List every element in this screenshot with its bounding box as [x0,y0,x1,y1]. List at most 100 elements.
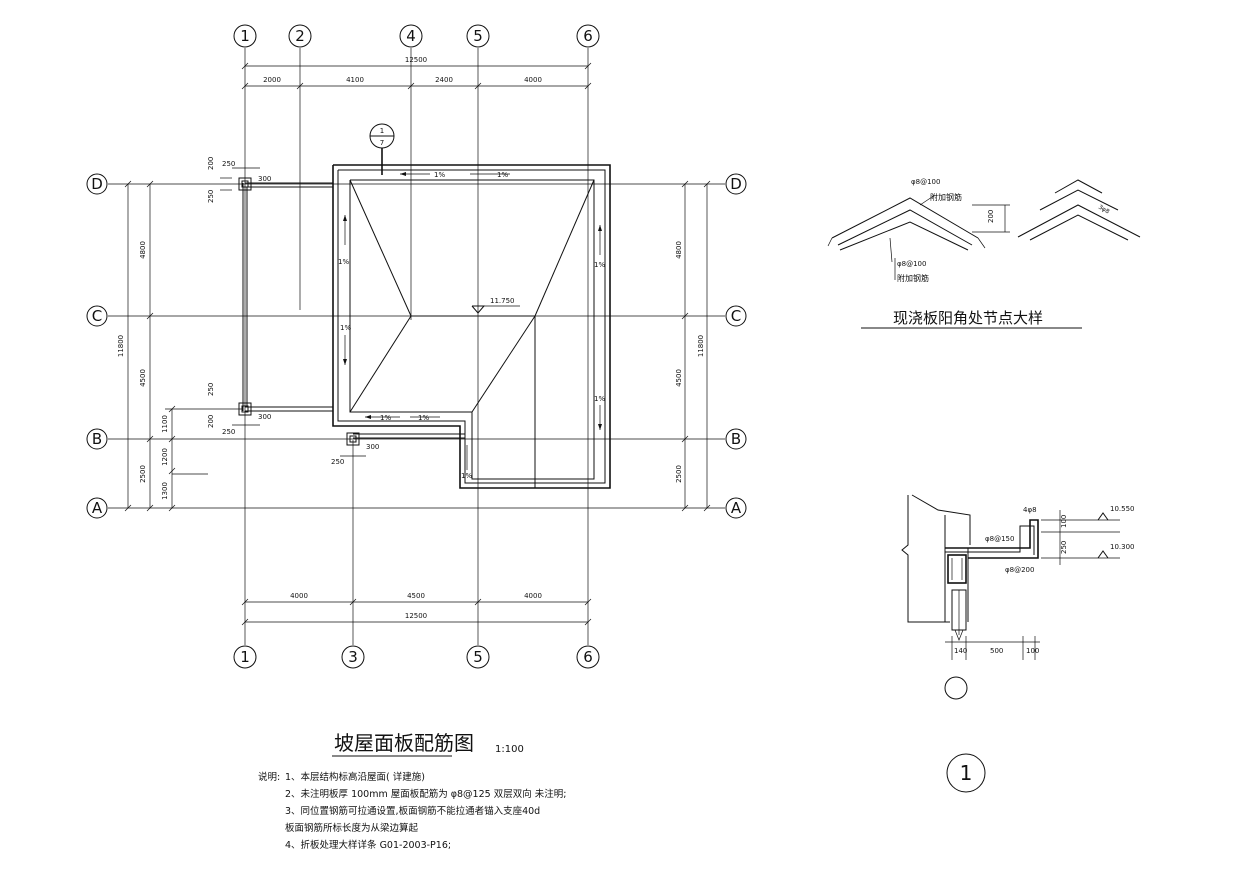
svg-text:B: B [92,430,102,448]
dim-left-inner-3: 1300 [161,482,169,500]
elevation-mark: 11.750 [471,297,520,314]
slope-label: 1% [434,171,445,179]
drawing-scale: 1:100 [495,744,524,755]
dimension-top: 12500 2000 4100 2400 4000 [241,56,592,90]
svg-text:140: 140 [954,647,967,655]
svg-text:2: 2 [295,27,305,45]
grid-bubble-left-B: B [86,428,108,450]
svg-text:250: 250 [1060,541,1068,554]
dim-right-total: 11800 [697,335,705,357]
dim-left-inner-1: 1100 [161,415,169,433]
slope-label: 1% [497,171,508,179]
grid-bubble-bottom-3: 3 [341,645,365,669]
slope-label: 1% [594,261,605,269]
note-item: 1、本层结构标高沿屋面( 详建施) [285,771,425,783]
svg-text:11.750: 11.750 [490,297,515,305]
dim-right-2: 4500 [675,369,683,387]
svg-text:300: 300 [258,413,271,421]
svg-text:10.550: 10.550 [1110,505,1135,513]
grid-bubble-top-6: 6 [576,24,600,48]
dim-top-3: 2400 [435,76,453,84]
svg-text:7: 7 [380,139,384,147]
svg-text:5: 5 [473,27,483,45]
grid-bubble-right-B: B [725,428,747,450]
svg-text:250: 250 [207,190,215,203]
svg-text:250: 250 [222,160,235,168]
slope-label: 1% [594,395,605,403]
dim-left-2: 4500 [139,369,147,387]
dim-bottom-1: 4000 [290,592,308,600]
detail-eave-section: 100 250 10.550 10.300 4φ8 φ8@150 φ8@200 … [901,494,1135,793]
slope-label: 1% [380,414,391,422]
grid-bubble-bottom-5: 5 [466,645,490,669]
column-post-mid-left [238,402,252,416]
column-post-bottom [346,432,360,446]
svg-text:300: 300 [258,175,271,183]
svg-text:250: 250 [207,383,215,396]
slope-label: 1% [418,414,429,422]
svg-text:200: 200 [987,210,995,223]
svg-text:300: 300 [366,443,379,451]
svg-text:1: 1 [380,127,384,135]
dim-right-3: 2500 [675,465,683,483]
svg-text:3φ8: 3φ8 [1097,204,1111,216]
post-dimensions: 250 300 200 250 250 200 250 300 250 300 [207,157,379,466]
svg-text:200: 200 [207,157,215,170]
svg-text:4φ8: 4φ8 [1023,506,1037,514]
svg-text:D: D [91,175,103,193]
svg-text:100: 100 [1026,647,1039,655]
grid-bubble-bottom-1: 1 [233,645,257,669]
roof-slab-outline [242,164,611,489]
grid-bubble-right-C: C [725,305,747,327]
dimension-right: 4800 4500 2500 11800 [675,180,711,512]
dimension-bottom: 4000 4500 4000 12500 [241,592,592,626]
grid-bubble-top-4: 4 [399,24,423,48]
slope-markers: 1% 1% 1% 1% 1% 1% 1% 1% 1% [338,171,605,480]
note-item: 2、未注明板厚 100mm 屋面板配筋为 φ8@125 双层双向 未注明; [285,788,566,800]
grid-bubble-left-C: C [86,305,108,327]
column-post-top-left [238,177,252,191]
grid-bubble-top-5: 5 [466,24,490,48]
dim-top-1: 2000 [263,76,281,84]
detail-corner-node: 200 φ8@100 附加钢筋 φ8@100 附加钢筋 3φ8 现浇板阳角处节点… [827,178,1141,329]
svg-text:200: 200 [207,415,215,428]
slope-label: 1% [338,258,349,266]
section-marker: 1 7 [369,123,395,175]
detail-mark-number: 1 [960,761,973,785]
note-item: 板面钢筋所标长度为从梁边算起 [285,822,419,834]
dim-bottom-total: 12500 [405,612,427,620]
hip-ridge-lines [349,179,595,488]
svg-text:C: C [92,307,102,325]
grid-bubble-left-A: A [86,497,108,519]
dim-top-2: 4100 [346,76,364,84]
dim-left-total: 11800 [117,335,125,357]
slope-label: 1% [340,324,351,332]
dimension-left: 11800 4800 4500 2500 1100 1200 1300 [117,180,243,512]
svg-text:250: 250 [222,428,235,436]
dim-top-total: 12500 [405,56,427,64]
grid-bubble-top-2: 2 [288,24,312,48]
dim-top-4: 4000 [524,76,542,84]
grid-lines [108,48,725,645]
notes-label: 说明: [258,771,280,783]
dim-right-1: 4800 [675,241,683,259]
svg-text:500: 500 [990,647,1003,655]
plan-title: 坡屋面板配筋图 1:100 [332,731,524,757]
dim-left-1: 4800 [139,241,147,259]
dim-left-3: 2500 [139,465,147,483]
svg-text:A: A [92,499,103,517]
drawing-title: 坡屋面板配筋图 [334,731,474,755]
svg-text:D: D [730,175,742,193]
svg-text:B: B [731,430,741,448]
dim-left-inner-2: 1200 [161,448,169,466]
svg-text:3: 3 [348,648,358,666]
note-item: 3、同位置钢筋可拉通设置,板面钢筋不能拉通者锚入支座40d [285,805,540,817]
grid-bubble-left-D: D [86,173,108,195]
detail-corner-title: 现浇板阳角处节点大样 [893,309,1043,327]
svg-text:附加钢筋: 附加钢筋 [897,273,929,283]
svg-text:φ8@150: φ8@150 [985,535,1014,543]
grid-bubble-right-D: D [725,173,747,195]
svg-text:φ8@100: φ8@100 [897,260,926,268]
svg-text:C: C [731,307,741,325]
drawing-notes: 说明: 1、本层结构标高沿屋面( 详建施) 2、未注明板厚 100mm 屋面板配… [258,771,566,851]
